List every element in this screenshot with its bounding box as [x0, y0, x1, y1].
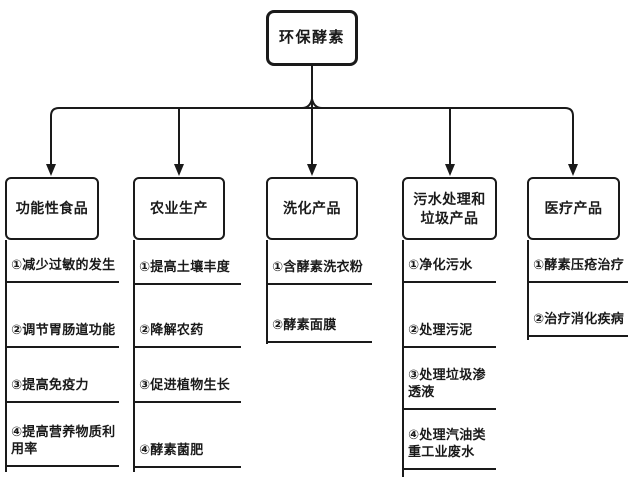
node-agriculture: 农业生产	[133, 177, 225, 240]
branch-item: ②治疗消化疾病	[529, 283, 628, 337]
node-cleaning-products: 洗化产品	[266, 177, 358, 240]
branch-item: ②调节胃肠道功能	[7, 283, 119, 348]
branch-item: ②处理污泥	[404, 283, 496, 348]
node-label: 污水处理和垃圾产品	[413, 191, 486, 226]
node-medical-products: 医疗产品	[527, 177, 620, 240]
node-root: 环保酵素	[266, 10, 358, 66]
node-sewage-garbage: 污水处理和垃圾产品	[402, 177, 497, 240]
branch-item: ④提高营养物质利用率	[7, 403, 119, 467]
branch-item: ②酵素面膜	[268, 285, 372, 343]
node-label: 农业生产	[150, 200, 208, 217]
item-list-medical-products: ①酵素压疮治疗 ②治疗消化疾病	[527, 240, 628, 340]
branch-item: ①含酵素洗衣粉	[268, 240, 372, 285]
branch-item: ③促进植物生长	[135, 348, 241, 403]
node-root-label: 环保酵素	[278, 29, 345, 47]
branch-item: ④处理汽油类重工业废水	[404, 410, 496, 470]
branch-item: ④酵素菌肥	[135, 403, 241, 468]
branch-item: ②降解农药	[135, 285, 241, 348]
node-label: 功能性食品	[15, 200, 89, 217]
item-list-cleaning-products: ①含酵素洗衣粉 ②酵素面膜	[266, 240, 372, 344]
branch-item: ①酵素压疮治疗	[529, 240, 628, 283]
branch-item: ①提高土壤丰度	[135, 240, 241, 285]
branch-item: ③处理垃圾渗透液	[404, 348, 496, 410]
node-label: 洗化产品	[283, 200, 341, 217]
item-list-functional-food: ①减少过敏的发生 ②调节胃肠道功能 ③提高免疫力 ④提高营养物质利用率	[5, 240, 119, 472]
node-functional-food: 功能性食品	[5, 177, 99, 240]
item-list-agriculture: ①提高土壤丰度 ②降解农药 ③促进植物生长 ④酵素菌肥	[133, 240, 241, 472]
branch-item: ③提高免疫力	[7, 348, 119, 403]
node-label: 医疗产品	[544, 200, 603, 217]
branch-item: ①净化污水	[404, 240, 496, 283]
item-list-sewage-garbage: ①净化污水 ②处理污泥 ③处理垃圾渗透液 ④处理汽油类重工业废水	[402, 240, 496, 477]
branch-item: ①减少过敏的发生	[7, 240, 119, 283]
